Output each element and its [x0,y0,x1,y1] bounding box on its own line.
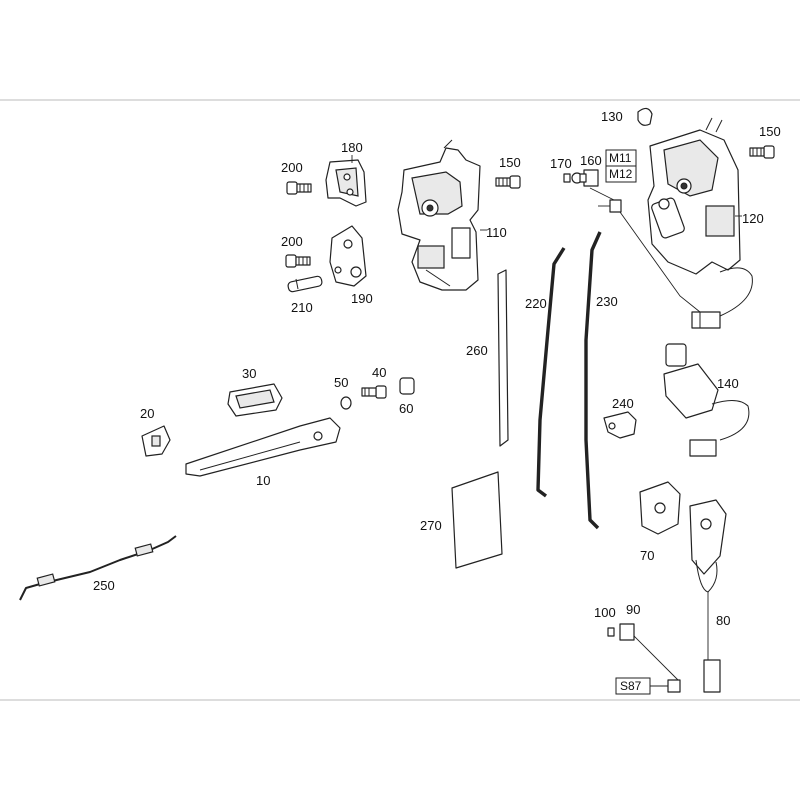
rod-220 [536,247,566,498]
label-m11: M11 [609,151,632,165]
label-70: 70 [640,548,654,563]
label-250: 250 [93,578,115,593]
label-150-left: 150 [499,155,521,170]
lock-80 [689,499,727,693]
end-cap-20 [141,425,171,457]
label-60: 60 [399,401,413,416]
cable-250 [19,535,177,601]
actuator-140 [663,343,750,457]
label-100: 100 [594,605,616,620]
wire-plug-s87 [667,679,681,693]
wire-m11 [619,211,701,313]
label-s87: S87 [620,679,642,693]
label-20: 20 [140,406,154,421]
label-140: 140 [717,376,739,391]
wire-s87 [633,635,681,683]
clip-240 [603,411,637,439]
label-270: 270 [420,518,442,533]
connector-90 [619,623,635,641]
label-130: 130 [601,109,623,124]
washer-50 [340,396,352,410]
strip-260 [497,269,509,447]
connector-170 [563,172,583,184]
door-lock-110 [397,139,481,291]
label-30: 30 [242,366,256,381]
clip-130 [637,107,653,126]
bushing-60 [399,377,415,395]
screw-200-upper [286,181,312,195]
door-lock-120 [647,117,753,329]
label-150-right: 150 [759,124,781,139]
plate-190 [329,225,367,287]
label-180: 180 [341,140,363,155]
label-120: 120 [742,211,764,226]
label-m12: M12 [609,167,633,181]
label-190: 190 [351,291,373,306]
pin-210 [287,275,323,293]
handle-cap-30 [227,383,283,417]
label-240: 240 [612,396,634,411]
wire-plug-m11 [609,199,622,213]
label-230: 230 [596,294,618,309]
screw-150-right [749,145,775,159]
label-50: 50 [334,375,348,390]
label-10: 10 [256,473,270,488]
label-220: 220 [525,296,547,311]
screw-150-left [495,175,521,189]
label-90: 90 [626,602,640,617]
screw-200-lower [285,254,311,268]
label-160: 160 [580,153,602,168]
label-170: 170 [550,156,572,171]
label-200-lower: 200 [281,234,303,249]
screw-40 [361,385,387,399]
label-40: 40 [372,365,386,380]
label-200-upper: 200 [281,160,303,175]
bracket-180 [325,159,367,207]
label-110: 110 [486,225,507,240]
label-260: 260 [466,343,488,358]
connector-100 [607,627,615,637]
sheet-270 [451,471,503,569]
box-m12 [605,165,637,183]
label-80: 80 [716,613,730,628]
connector-160 [579,169,599,187]
label-210: 210 [291,300,313,315]
door-handle-10 [185,417,341,477]
rod-230 [584,231,602,530]
latch-70 [639,481,681,535]
